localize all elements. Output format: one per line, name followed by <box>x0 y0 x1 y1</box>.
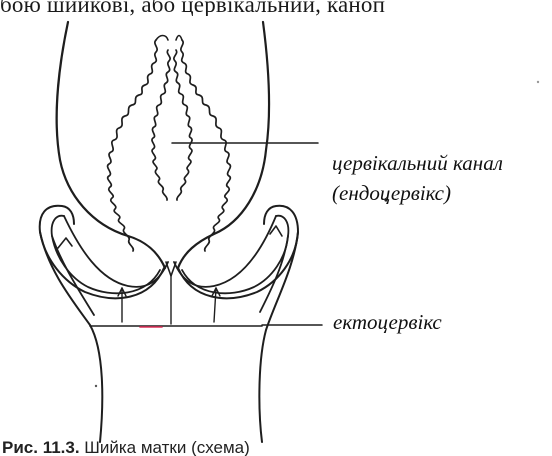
cervix-inner-left-lip <box>64 216 168 287</box>
ectocervix-label: ектоцервікс <box>333 310 442 335</box>
canal-left-edge <box>108 40 158 251</box>
figure-number: Рис. 11.3. <box>2 438 80 456</box>
canal-left-inner-edge <box>152 50 170 200</box>
figure-caption-text: Шийка матки (схема) <box>84 438 250 456</box>
cervical-canal-label: цервікальний канал <box>332 151 503 176</box>
canal-right-inner-edge <box>174 50 192 200</box>
uterus-left-outer-wall <box>57 22 165 268</box>
canal-right-edge <box>181 40 231 251</box>
endocervix-label: (ендоцервікс) <box>332 181 451 206</box>
uterus-right-outer-wall <box>178 22 269 268</box>
figure-caption: Рис. 11.3. Шийка матки (схема) <box>2 438 250 456</box>
vagina-right-wall-inner <box>260 236 288 312</box>
